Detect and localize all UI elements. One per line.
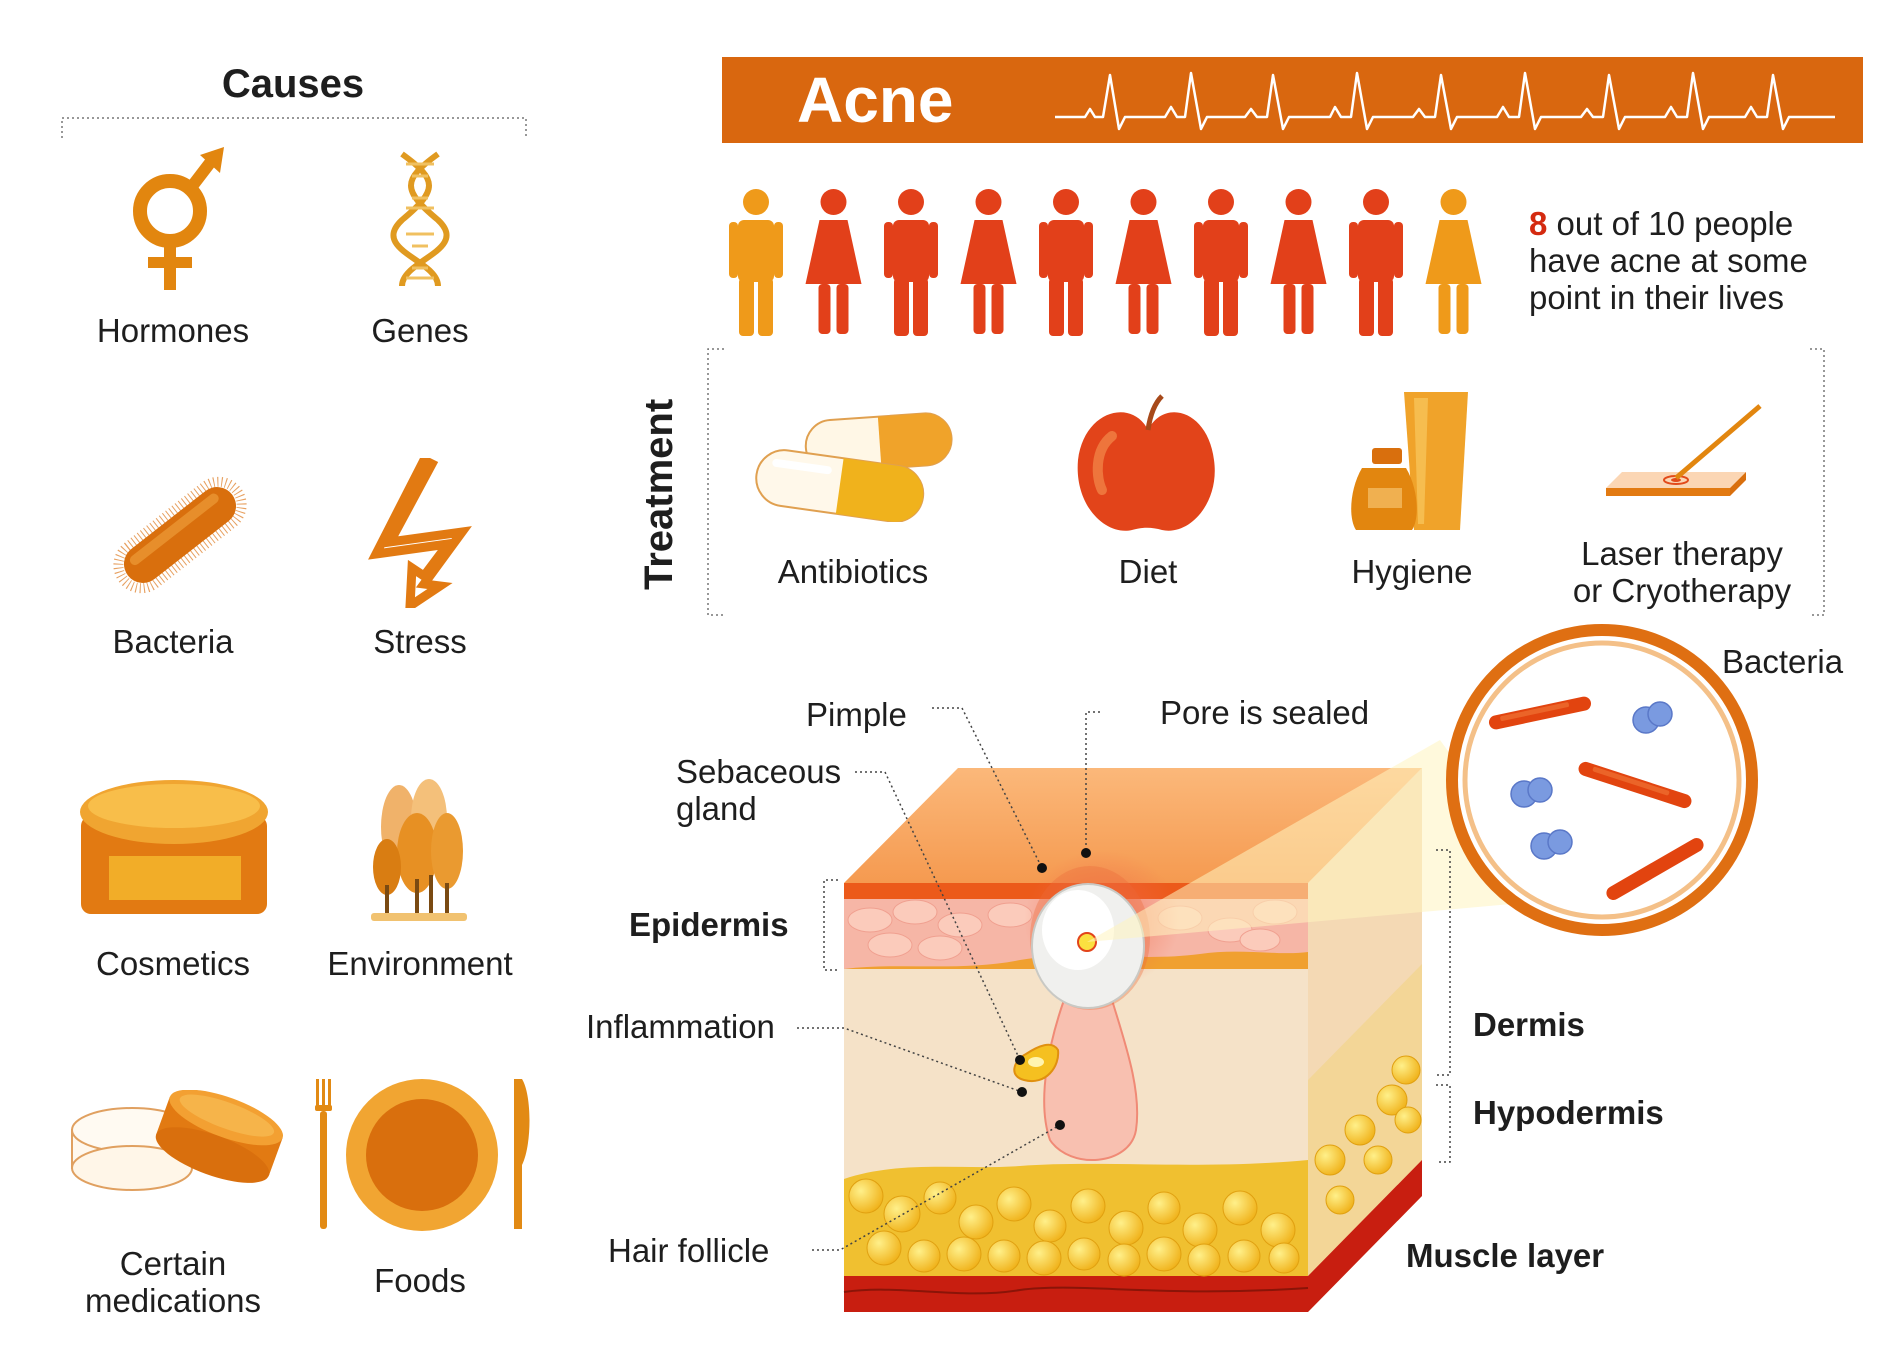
cause-label-foods: Foods [374, 1262, 466, 1299]
people-row [729, 189, 1482, 336]
person-woman-icon [960, 189, 1017, 334]
cause-label-stress: Stress [373, 623, 467, 660]
page-title: Acne [797, 64, 954, 136]
label-epidermis: Epidermis [629, 906, 789, 943]
label-muscle-layer: Muscle layer [1406, 1237, 1605, 1274]
treatment-bracket [707, 348, 1825, 616]
pill-box-icon [71, 1090, 284, 1191]
bacterium-icon [113, 476, 247, 594]
treatment-label-laser-line2: or Cryotherapy [1572, 572, 1792, 609]
cause-label-bacteria: Bacteria [112, 623, 234, 660]
person-man-icon [1349, 189, 1403, 336]
label-hair-follicle: Hair follicle [608, 1232, 770, 1269]
treatment-label-antibiotics: Antibiotics [777, 553, 929, 590]
statistic-text: 8 out of 10 people have acne at some poi… [1529, 205, 1849, 316]
lightning-icon [368, 458, 472, 608]
plate-cutlery-icon [315, 1079, 530, 1231]
label-pore-sealed: Pore is sealed [1160, 694, 1370, 731]
person-man-icon [1039, 189, 1093, 336]
cosmetic-jar-icon [80, 780, 268, 914]
label-sebaceous-line1: Sebaceous [676, 753, 842, 790]
person-man-icon [1194, 189, 1248, 336]
label-pimple: Pimple [806, 696, 907, 733]
cause-label-medications-line1: Certain [119, 1245, 227, 1282]
trees-icon [371, 779, 467, 921]
cause-label-genes: Genes [371, 312, 469, 349]
dna-icon [390, 151, 450, 287]
person-woman-icon [1425, 189, 1482, 334]
label-sebaceous-line2: gland [676, 790, 757, 827]
cleanser-bottles-icon [1351, 392, 1468, 530]
heartbeat-line-icon [1055, 71, 1835, 131]
label-inflammation: Inflammation [586, 1008, 775, 1045]
causes-bracket [61, 117, 527, 138]
statistic-number: 8 [1529, 205, 1548, 242]
treatment-label-laser-line1: Laser therapy [1581, 535, 1783, 572]
label-dermis: Dermis [1473, 1006, 1585, 1043]
laser-icon [1606, 404, 1762, 496]
person-woman-icon [805, 189, 862, 334]
treatment-label-hygiene: Hygiene [1351, 553, 1473, 590]
cause-label-cosmetics: Cosmetics [95, 945, 251, 982]
apple-icon [1077, 394, 1215, 531]
label-hypodermis: Hypodermis [1473, 1094, 1664, 1131]
capsules-icon [755, 412, 953, 522]
person-man-icon [729, 189, 783, 336]
cause-label-hormones: Hormones [96, 312, 250, 349]
treatment-heading: Treatment [637, 398, 681, 590]
gender-symbol-icon [133, 147, 224, 290]
person-woman-icon [1270, 189, 1327, 334]
person-man-icon [884, 189, 938, 336]
treatment-label-diet: Diet [1118, 553, 1178, 590]
statistic-description: out of 10 people have acne at some point… [1529, 205, 1808, 316]
causes-heading: Causes [221, 62, 365, 106]
title-banner: Acne [722, 57, 1863, 143]
cause-label-medications-line2: medications [84, 1282, 262, 1319]
label-bacteria-magnified: Bacteria [1722, 643, 1844, 680]
person-woman-icon [1115, 189, 1172, 334]
cause-label-environment: Environment [327, 945, 513, 982]
